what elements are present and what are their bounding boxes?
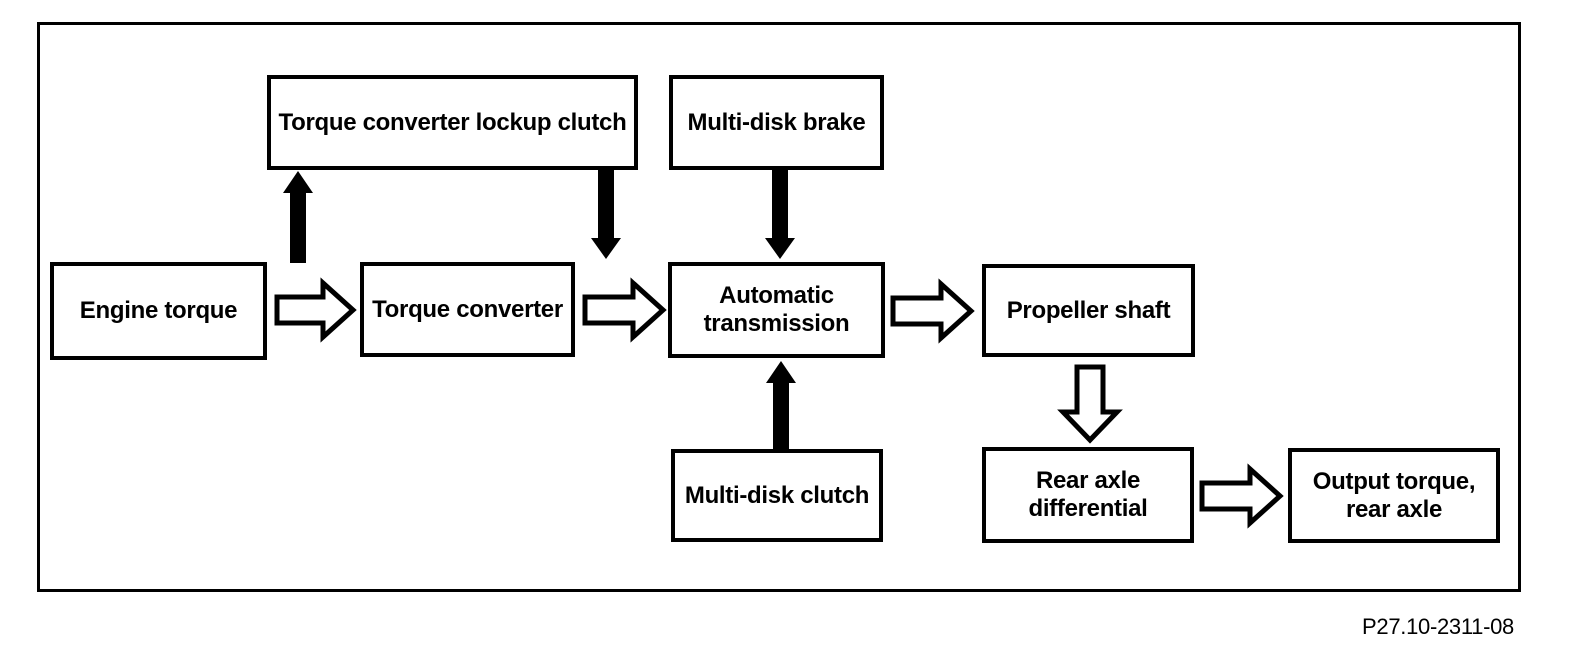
arrow-lockup-clutch-to-transmission-icon — [591, 170, 621, 259]
arrow-engine-torque-to-torque-converter-icon — [274, 277, 357, 343]
node-multi-disk-clutch-label: Multi-disk clutch — [684, 481, 870, 509]
node-torque-converter-lockup-clutch: Torque converter lockup clutch — [267, 75, 638, 170]
node-torque-converter-lockup-clutch-label: Torque converter lockup clutch — [278, 108, 627, 136]
figure-number-caption: P27.10-2311-08 — [1362, 614, 1514, 639]
node-multi-disk-brake-label: Multi-disk brake — [687, 108, 866, 136]
arrow-engine-torque-to-lockup-clutch-icon — [283, 171, 313, 263]
arrow-multi-disk-clutch-to-transmission-icon — [766, 361, 796, 449]
node-output-torque-rear-axle-label: Output torque, rear axle — [1312, 467, 1476, 523]
diagram-border — [37, 22, 1521, 592]
node-automatic-transmission: Automatic transmission — [668, 262, 885, 358]
arrow-rear-axle-to-output-torque-icon — [1199, 463, 1284, 529]
node-rear-axle-differential-label: Rear axle differential — [1028, 467, 1148, 522]
node-engine-torque-label: Engine torque — [79, 297, 238, 324]
node-rear-axle-differential: Rear axle differential — [982, 447, 1194, 543]
node-automatic-transmission-label: Automatic transmission — [703, 282, 850, 337]
node-engine-torque: Engine torque — [50, 262, 267, 360]
node-torque-converter: Torque converter — [360, 262, 575, 357]
arrow-torque-converter-to-transmission-icon — [582, 277, 667, 343]
arrow-propeller-shaft-to-rear-axle-icon — [1057, 364, 1123, 444]
node-propeller-shaft: Propeller shaft — [982, 264, 1195, 357]
arrow-multi-disk-brake-to-transmission-icon — [765, 170, 795, 259]
node-propeller-shaft-label: Propeller shaft — [1006, 296, 1171, 324]
node-multi-disk-brake: Multi-disk brake — [669, 75, 884, 170]
node-output-torque-rear-axle: Output torque, rear axle — [1288, 448, 1500, 543]
node-torque-converter-label: Torque converter — [372, 295, 563, 323]
node-multi-disk-clutch: Multi-disk clutch — [671, 449, 883, 542]
arrow-transmission-to-propeller-shaft-icon — [890, 278, 975, 344]
